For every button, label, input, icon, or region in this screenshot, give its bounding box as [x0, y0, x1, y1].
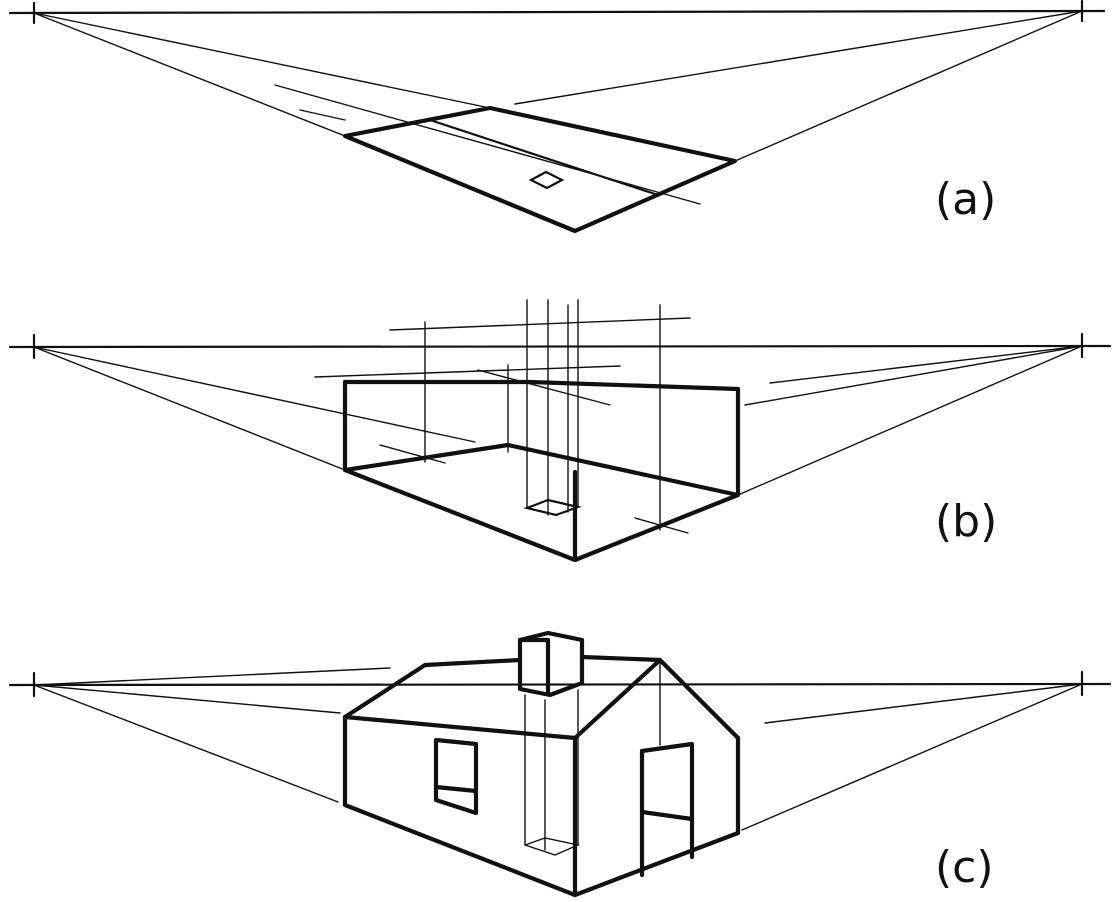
projection-line [33, 346, 346, 471]
projection-line [33, 667, 391, 686]
chimney-base [523, 498, 582, 517]
panel-label: (a) [935, 174, 996, 225]
house-outline [342, 654, 741, 898]
projection-line [514, 10, 1083, 105]
projection-line [741, 683, 1083, 831]
horizon-line [8, 9, 1106, 15]
projection-line [299, 109, 346, 121]
projection-line [734, 10, 1083, 162]
panel-a: (a) [8, 0, 1106, 234]
box-frame [342, 379, 741, 563]
projection-line [769, 345, 1083, 384]
panel-b: (b) [8, 299, 1112, 563]
horizon-line [8, 344, 1112, 349]
projection-line [744, 345, 1083, 406]
projection-line [33, 684, 341, 714]
projection-line [33, 12, 491, 109]
floor-division-line [428, 118, 660, 197]
construction-line [379, 444, 446, 464]
chimney-hidden-lines [524, 689, 581, 856]
horizon-line [8, 682, 1112, 687]
projection-line [33, 346, 476, 443]
panel-label: (b) [935, 496, 997, 547]
projection-line [764, 683, 1083, 724]
construction-line [314, 365, 621, 378]
chimney-footprint [528, 170, 565, 190]
projection-line [33, 12, 346, 137]
door [639, 741, 695, 878]
panel-c: (c) [8, 630, 1112, 898]
projection-line [737, 345, 1083, 496]
construction-line [477, 369, 611, 406]
projection-line [33, 684, 339, 803]
projection-line [274, 84, 701, 205]
window [433, 737, 479, 816]
floor-plane [342, 105, 738, 234]
panel-label: (c) [935, 842, 994, 893]
construction-line [389, 317, 691, 331]
chimney [517, 630, 585, 698]
